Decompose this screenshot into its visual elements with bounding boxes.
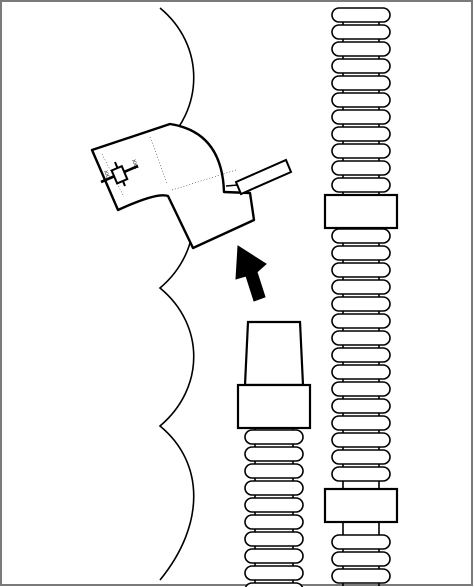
tube-rib bbox=[244, 497, 304, 513]
tube-rib bbox=[331, 262, 391, 278]
tube-rib bbox=[331, 551, 391, 567]
elbow-port bbox=[234, 158, 293, 196]
tube-rib bbox=[331, 534, 391, 550]
valve-symbol bbox=[100, 161, 139, 187]
tube-rib bbox=[331, 432, 391, 448]
tube-rib bbox=[331, 58, 391, 74]
tube-rib bbox=[331, 415, 391, 431]
cut-line bbox=[158, 7, 195, 581]
left-tube-cuff bbox=[236, 383, 312, 430]
tube-rib bbox=[331, 381, 391, 397]
tube-rib bbox=[331, 160, 391, 176]
right-corrugated-tube bbox=[331, 7, 391, 586]
tube-rib bbox=[331, 7, 391, 23]
tube-rib bbox=[244, 480, 304, 496]
tube-rib bbox=[331, 245, 391, 261]
tube-rib bbox=[331, 449, 391, 465]
tube-rib bbox=[331, 296, 391, 312]
tube-rib bbox=[331, 75, 391, 91]
tube-rib bbox=[331, 347, 391, 363]
tube-rib bbox=[331, 143, 391, 159]
tube-rib bbox=[331, 109, 391, 125]
tube-rib bbox=[331, 364, 391, 380]
tube-rib bbox=[331, 41, 391, 57]
tube-rib bbox=[244, 531, 304, 547]
tapered-connector bbox=[243, 320, 305, 387]
tube-rib bbox=[244, 565, 304, 581]
tube-rib bbox=[331, 24, 391, 40]
insert-direction-arrow bbox=[235, 245, 267, 302]
right-tube-upper-cuff bbox=[323, 193, 399, 230]
tube-rib bbox=[244, 446, 304, 462]
tube-rib bbox=[331, 126, 391, 142]
left-corrugated-tube bbox=[244, 428, 304, 587]
tube-rib bbox=[244, 582, 304, 587]
tube-rib bbox=[244, 429, 304, 445]
tube-rib bbox=[331, 313, 391, 329]
elbow-connector: XXX XXX bbox=[90, 122, 293, 250]
tube-rib bbox=[331, 279, 391, 295]
elbow-small-label-2: XXX bbox=[102, 170, 111, 182]
tube-rib bbox=[331, 92, 391, 108]
tube-rib bbox=[331, 330, 391, 346]
right-tube-lower-cuff bbox=[323, 487, 399, 524]
tube-rib bbox=[244, 514, 304, 530]
tube-rib bbox=[331, 177, 391, 193]
tube-rib bbox=[331, 466, 391, 482]
tube-rib bbox=[244, 463, 304, 479]
elbow-small-label-1: XXX bbox=[130, 159, 139, 171]
tube-rib bbox=[331, 568, 391, 584]
tube-rib bbox=[244, 548, 304, 564]
tube-rib bbox=[331, 228, 391, 244]
tube-rib bbox=[331, 398, 391, 414]
